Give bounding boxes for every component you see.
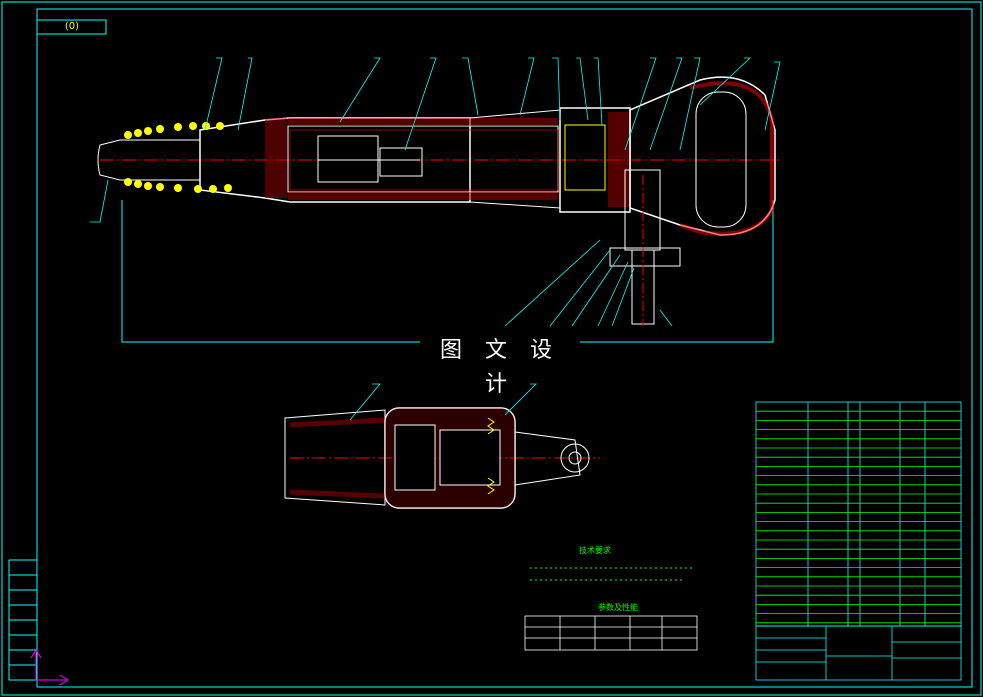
- left-binding-strip: [8, 559, 38, 681]
- section-view: [284, 383, 600, 509]
- watermark-text: 图 文 设 计: [420, 334, 580, 397]
- main-assembly-view: [90, 57, 781, 327]
- parts-list: [755, 401, 962, 627]
- drawing-no-box: [36, 19, 107, 35]
- inner-frame: [36, 8, 973, 688]
- main-view-bracket: [121, 200, 774, 343]
- technical-notes: [530, 567, 695, 581]
- drawing-number: (0): [64, 21, 80, 32]
- technical-notes-title: 技术要求: [579, 546, 611, 555]
- param-table-title: 参数及性能: [598, 603, 638, 612]
- title-block: [755, 625, 962, 681]
- ucs-axis-icon: [30, 649, 69, 686]
- param-table: [524, 615, 698, 651]
